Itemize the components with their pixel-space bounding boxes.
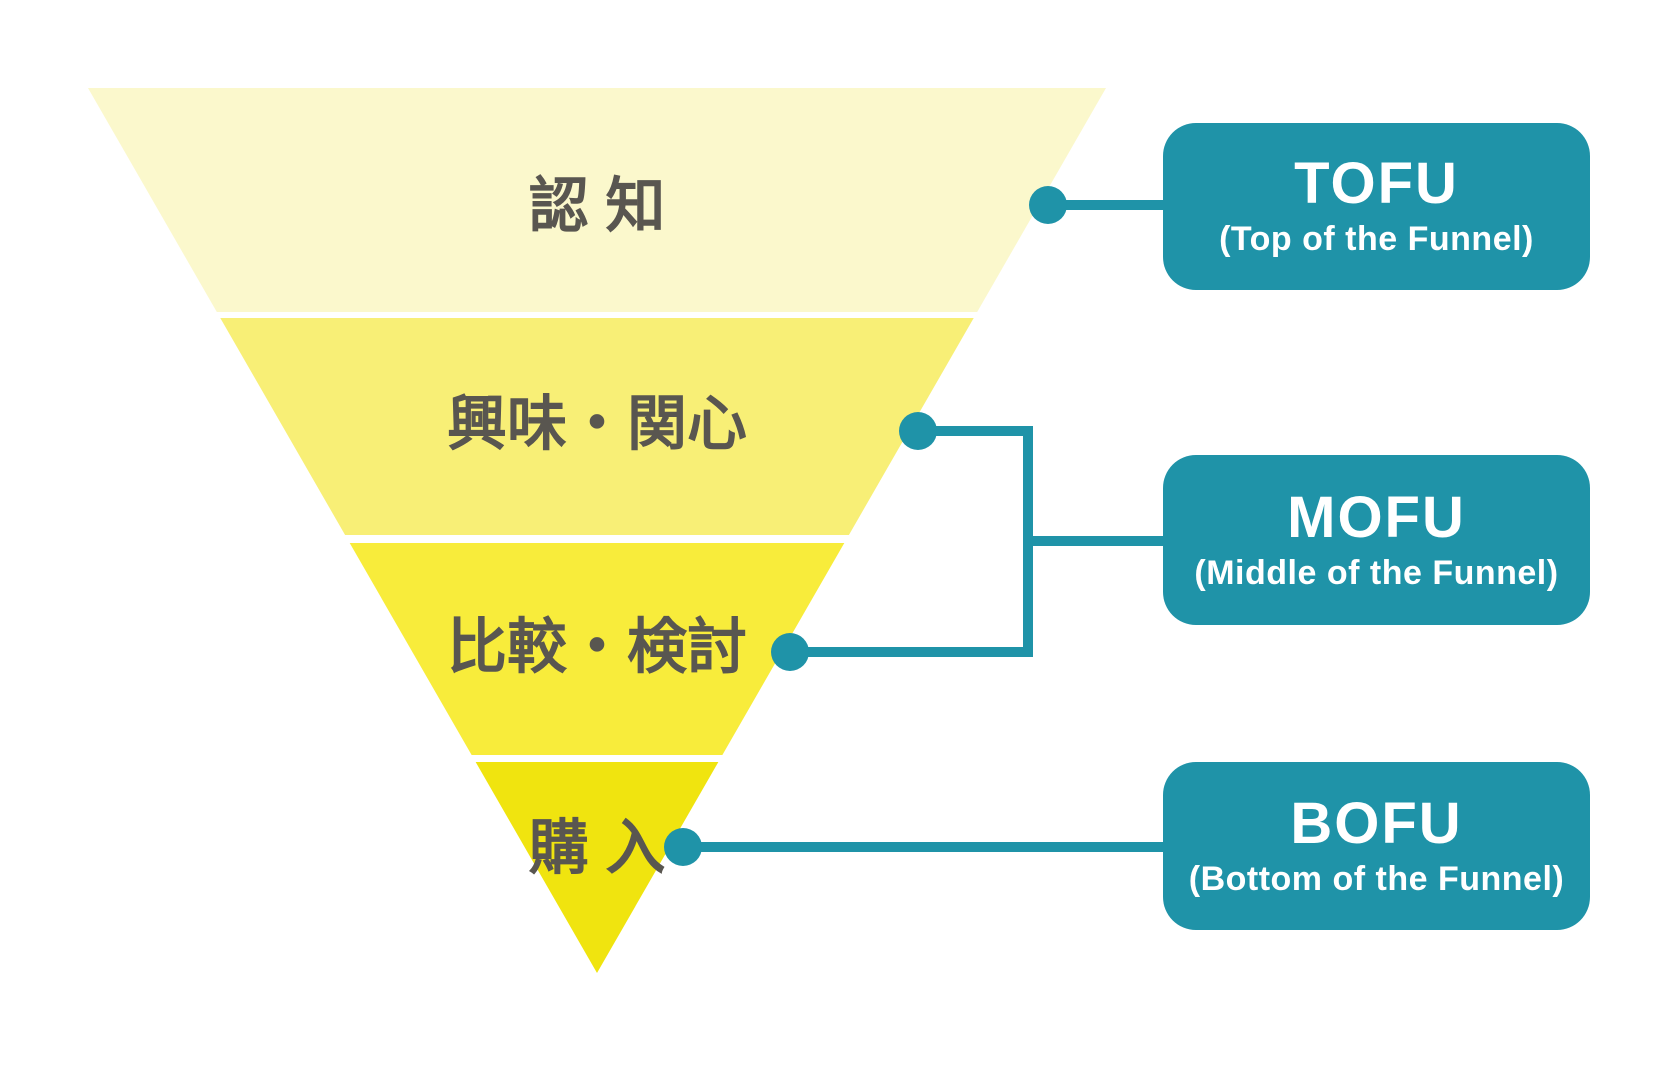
mofu-connector-dot-comparison <box>771 633 809 671</box>
mofu-connector-dot-interest <box>899 412 937 450</box>
funnel-stage-awareness-band <box>88 88 1106 312</box>
bofu-connector-dot <box>664 828 702 866</box>
bofu-subtitle: (Bottom of the Funnel) <box>1188 859 1565 898</box>
funnel-stage-awareness-label: 認 知 <box>529 173 666 240</box>
mofu-subtitle: (Middle of the Funnel) <box>1194 553 1559 592</box>
tofu-connector-dot <box>1029 186 1067 224</box>
mofu-title: MOFU <box>1287 484 1466 550</box>
funnel-stage-comparison-label: 比較・検討 <box>447 614 747 681</box>
bofu-title: BOFU <box>1290 790 1463 856</box>
tofu-title: TOFU <box>1294 151 1459 217</box>
mofu-callout: MOFU (Middle of the Funnel) <box>1163 455 1590 625</box>
tofu-subtitle: (Top of the Funnel) <box>1219 220 1534 259</box>
tofu-callout: TOFU (Top of the Funnel) <box>1163 123 1590 290</box>
funnel-stage-purchase-label: 購 入 <box>529 815 666 882</box>
bofu-callout: BOFU (Bottom of the Funnel) <box>1163 762 1590 930</box>
funnel-stage-interest-label: 興味・関心 <box>447 391 747 458</box>
